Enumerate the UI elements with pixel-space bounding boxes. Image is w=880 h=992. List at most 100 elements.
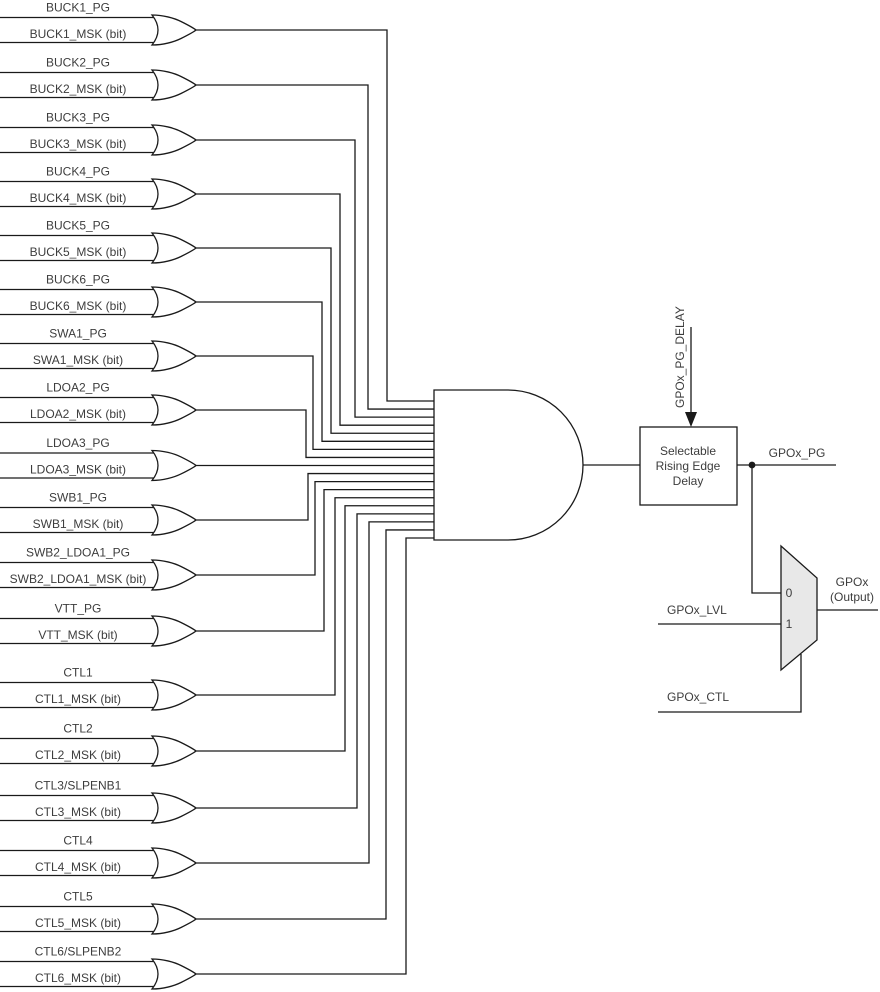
or-gate (150, 449, 198, 482)
or-gate-group-4: BUCK4_PG BUCK4_MSK (bit) (0, 165, 434, 426)
gate-mask-label: SWB2_LDOA1_MSK (bit) (10, 572, 147, 586)
or-gate (150, 679, 198, 711)
delay-block (639, 426, 738, 506)
or-gate (150, 958, 198, 990)
gate-mask-label: CTL3_MSK (bit) (35, 805, 121, 819)
gate-signal-label: SWB1_PG (49, 491, 107, 505)
gate-mask-label: CTL5_MSK (bit) (35, 916, 121, 930)
gate-mask-label: CTL1_MSK (bit) (35, 692, 121, 706)
gate-signal-label: CTL3/SLPENB1 (35, 779, 122, 793)
mux-input0-wire (751, 465, 781, 594)
or-gate (150, 847, 198, 879)
gate-signal-label: BUCK2_PG (46, 56, 110, 70)
delay-arrow-head-icon (685, 412, 697, 427)
gate-mask-label: BUCK2_MSK (bit) (30, 82, 127, 96)
gate-signal-label: BUCK5_PG (46, 219, 110, 233)
or-gate (150, 69, 198, 101)
gate-output-wire (196, 84, 434, 410)
gate-output-wire (196, 193, 434, 426)
gate-output-wire (196, 513, 434, 809)
gate-output-wire (196, 355, 434, 451)
gate-signal-label: CTL5 (63, 890, 93, 904)
gate-mask-label: SWB1_MSK (bit) (33, 517, 124, 531)
gate-signal-label: VTT_PG (55, 602, 102, 616)
or-gate-group-7: SWA1_PG SWA1_MSK (bit) (0, 327, 434, 451)
gate-output-wire (196, 139, 434, 418)
or-gate (150, 615, 198, 647)
or-gate-group-9: LDOA3_PG LDOA3_MSK (bit) (0, 436, 434, 482)
gate-signal-label: CTL1 (63, 666, 93, 680)
gate-output-wire (196, 247, 434, 434)
gate-mask-label: BUCK1_MSK (bit) (30, 27, 127, 41)
gate-signal-label: SWB2_LDOA1_PG (26, 546, 130, 560)
delay-block-line3: Delay (673, 474, 704, 488)
gate-signal-label: CTL4 (63, 834, 93, 848)
or-gate (150, 394, 198, 426)
and-gate (433, 389, 584, 541)
gate-output-wire (196, 489, 434, 632)
or-gate-group-2: BUCK2_PG BUCK2_MSK (bit) (0, 56, 434, 410)
gpox-ctl-wire (658, 654, 802, 713)
mux (780, 544, 818, 672)
gate-mask-label: CTL4_MSK (bit) (35, 860, 121, 874)
gate-output-wire (196, 537, 434, 975)
or-gate (150, 792, 198, 824)
or-gate (150, 504, 198, 536)
gate-mask-label: LDOA3_MSK (bit) (30, 462, 126, 476)
gate-signal-label: CTL6/SLPENB2 (35, 945, 122, 959)
gate-signal-label: SWA1_PG (49, 327, 107, 341)
or-gate-group-3: BUCK3_PG BUCK3_MSK (bit) (0, 111, 434, 418)
gate-mask-label: BUCK5_MSK (bit) (30, 245, 127, 259)
mux-input0-label: 0 (786, 586, 793, 600)
or-gate (150, 903, 198, 935)
gate-mask-label: SWA1_MSK (bit) (33, 353, 123, 367)
or-gate (150, 735, 198, 767)
gate-output-wire (196, 480, 434, 576)
gate-signal-label: LDOA3_PG (46, 436, 109, 450)
gate-signal-label: BUCK4_PG (46, 165, 110, 179)
mux-input1-label: 1 (786, 617, 793, 631)
gate-signal-label: BUCK6_PG (46, 273, 110, 287)
gate-mask-label: BUCK3_MSK (bit) (30, 137, 127, 151)
gate-signal-label: BUCK3_PG (46, 111, 110, 125)
or-gate (150, 124, 198, 156)
or-gate (150, 14, 198, 46)
or-gate (150, 178, 198, 210)
gate-mask-label: BUCK4_MSK (bit) (30, 191, 127, 205)
gate-signal-label: CTL2 (63, 722, 93, 736)
or-gate-group-5: BUCK5_PG BUCK5_MSK (bit) (0, 219, 434, 434)
gpox-ctl-label: GPOx_CTL (667, 690, 729, 704)
delay-block-line1: Selectable (660, 444, 716, 458)
gate-output-wire (196, 301, 434, 442)
delay-arrow-label: GPOx_PG_DELAY (673, 306, 687, 408)
gate-mask-label: CTL6_MSK (bit) (35, 971, 121, 985)
mux-output-label-line1: GPOx (836, 575, 869, 589)
or-gate (150, 286, 198, 318)
gate-output-wire (196, 521, 434, 864)
gate-output-wire (196, 409, 434, 459)
gate-output-wire (196, 529, 434, 920)
or-gate-group-11: SWB2_LDOA1_PG SWB2_LDOA1_MSK (bit) (0, 480, 434, 591)
or-gate-group-10: SWB1_PG SWB1_MSK (bit) (0, 472, 434, 536)
gate-output-wire (196, 29, 434, 402)
or-gate (150, 340, 198, 372)
mux-output-label-line2: (Output) (830, 590, 874, 604)
gate-mask-label: CTL2_MSK (bit) (35, 748, 121, 762)
gate-signal-label: LDOA2_PG (46, 381, 109, 395)
or-gate (150, 559, 198, 591)
or-gate (150, 232, 198, 264)
gpox-pg-label: GPOx_PG (769, 446, 826, 460)
gate-output-wire (196, 472, 434, 521)
